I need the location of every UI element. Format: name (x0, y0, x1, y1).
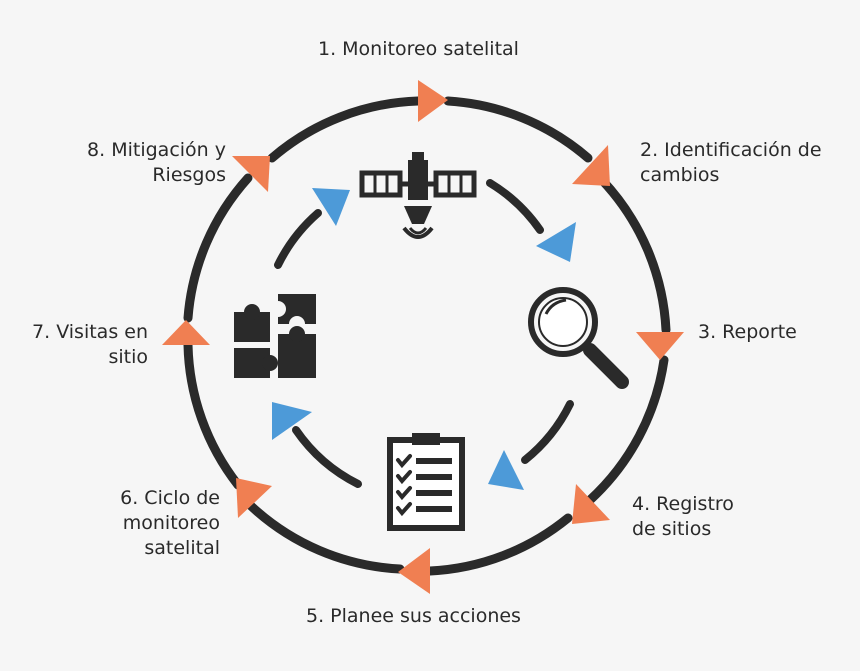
step-4-line-1: 4. Registro (632, 493, 734, 515)
step-label-1: 1. Monitoreo satelital (318, 37, 519, 62)
outer-ring (183, 96, 671, 576)
step-2-line-1: 2. Identificación de (640, 139, 822, 161)
arrow-5 (398, 548, 430, 594)
arrow-4 (572, 484, 610, 524)
step-7-line-1: 7. Visitas en (32, 321, 148, 343)
inner-ring (274, 179, 574, 488)
step-7-line-2: sitio (108, 346, 148, 368)
step-2-line-2: cambios (640, 164, 720, 186)
arrow-6 (236, 478, 272, 518)
step-4-line-2: de sitios (632, 518, 712, 540)
arrow-3 (636, 332, 684, 360)
arrow-1 (418, 80, 448, 122)
magnifier-icon (528, 287, 629, 389)
puzzle-icon (234, 294, 316, 378)
outer-arrows (162, 80, 684, 594)
step-label-4: 4. Registro de sitios (632, 492, 734, 542)
arrow-7 (162, 320, 210, 345)
step-1-line-1: 1. Monitoreo satelital (318, 38, 519, 60)
step-label-5: 5. Planee sus acciones (306, 604, 521, 629)
inner-arrow-3 (272, 402, 312, 440)
step-8-line-2: Riesgos (152, 164, 226, 186)
arrow-8 (232, 156, 270, 192)
inner-arrow-1 (536, 222, 576, 262)
step-3-line-1: 3. Reporte (698, 321, 797, 343)
step-label-2: 2. Identificación de cambios (640, 138, 822, 188)
step-6-line-3: satelital (144, 537, 220, 559)
inner-arrow-4 (312, 188, 350, 226)
step-6-line-1: 6. Ciclo de (120, 487, 220, 509)
step-label-7: 7. Visitas en sitio (32, 320, 148, 370)
inner-arrows (272, 188, 576, 490)
step-label-3: 3. Reporte (698, 320, 797, 345)
inner-arrow-2 (488, 450, 524, 490)
satellite-icon (359, 152, 477, 239)
step-6-line-2: monitoreo (122, 512, 220, 534)
step-label-6: 6. Ciclo de monitoreo satelital (120, 486, 220, 561)
step-5-line-1: 5. Planee sus acciones (306, 605, 521, 627)
clipboard-checklist-icon (387, 433, 465, 531)
step-8-line-1: 8. Mitigación y (87, 139, 226, 161)
step-label-8: 8. Mitigación y Riesgos (87, 138, 226, 188)
arrow-2 (572, 145, 610, 186)
